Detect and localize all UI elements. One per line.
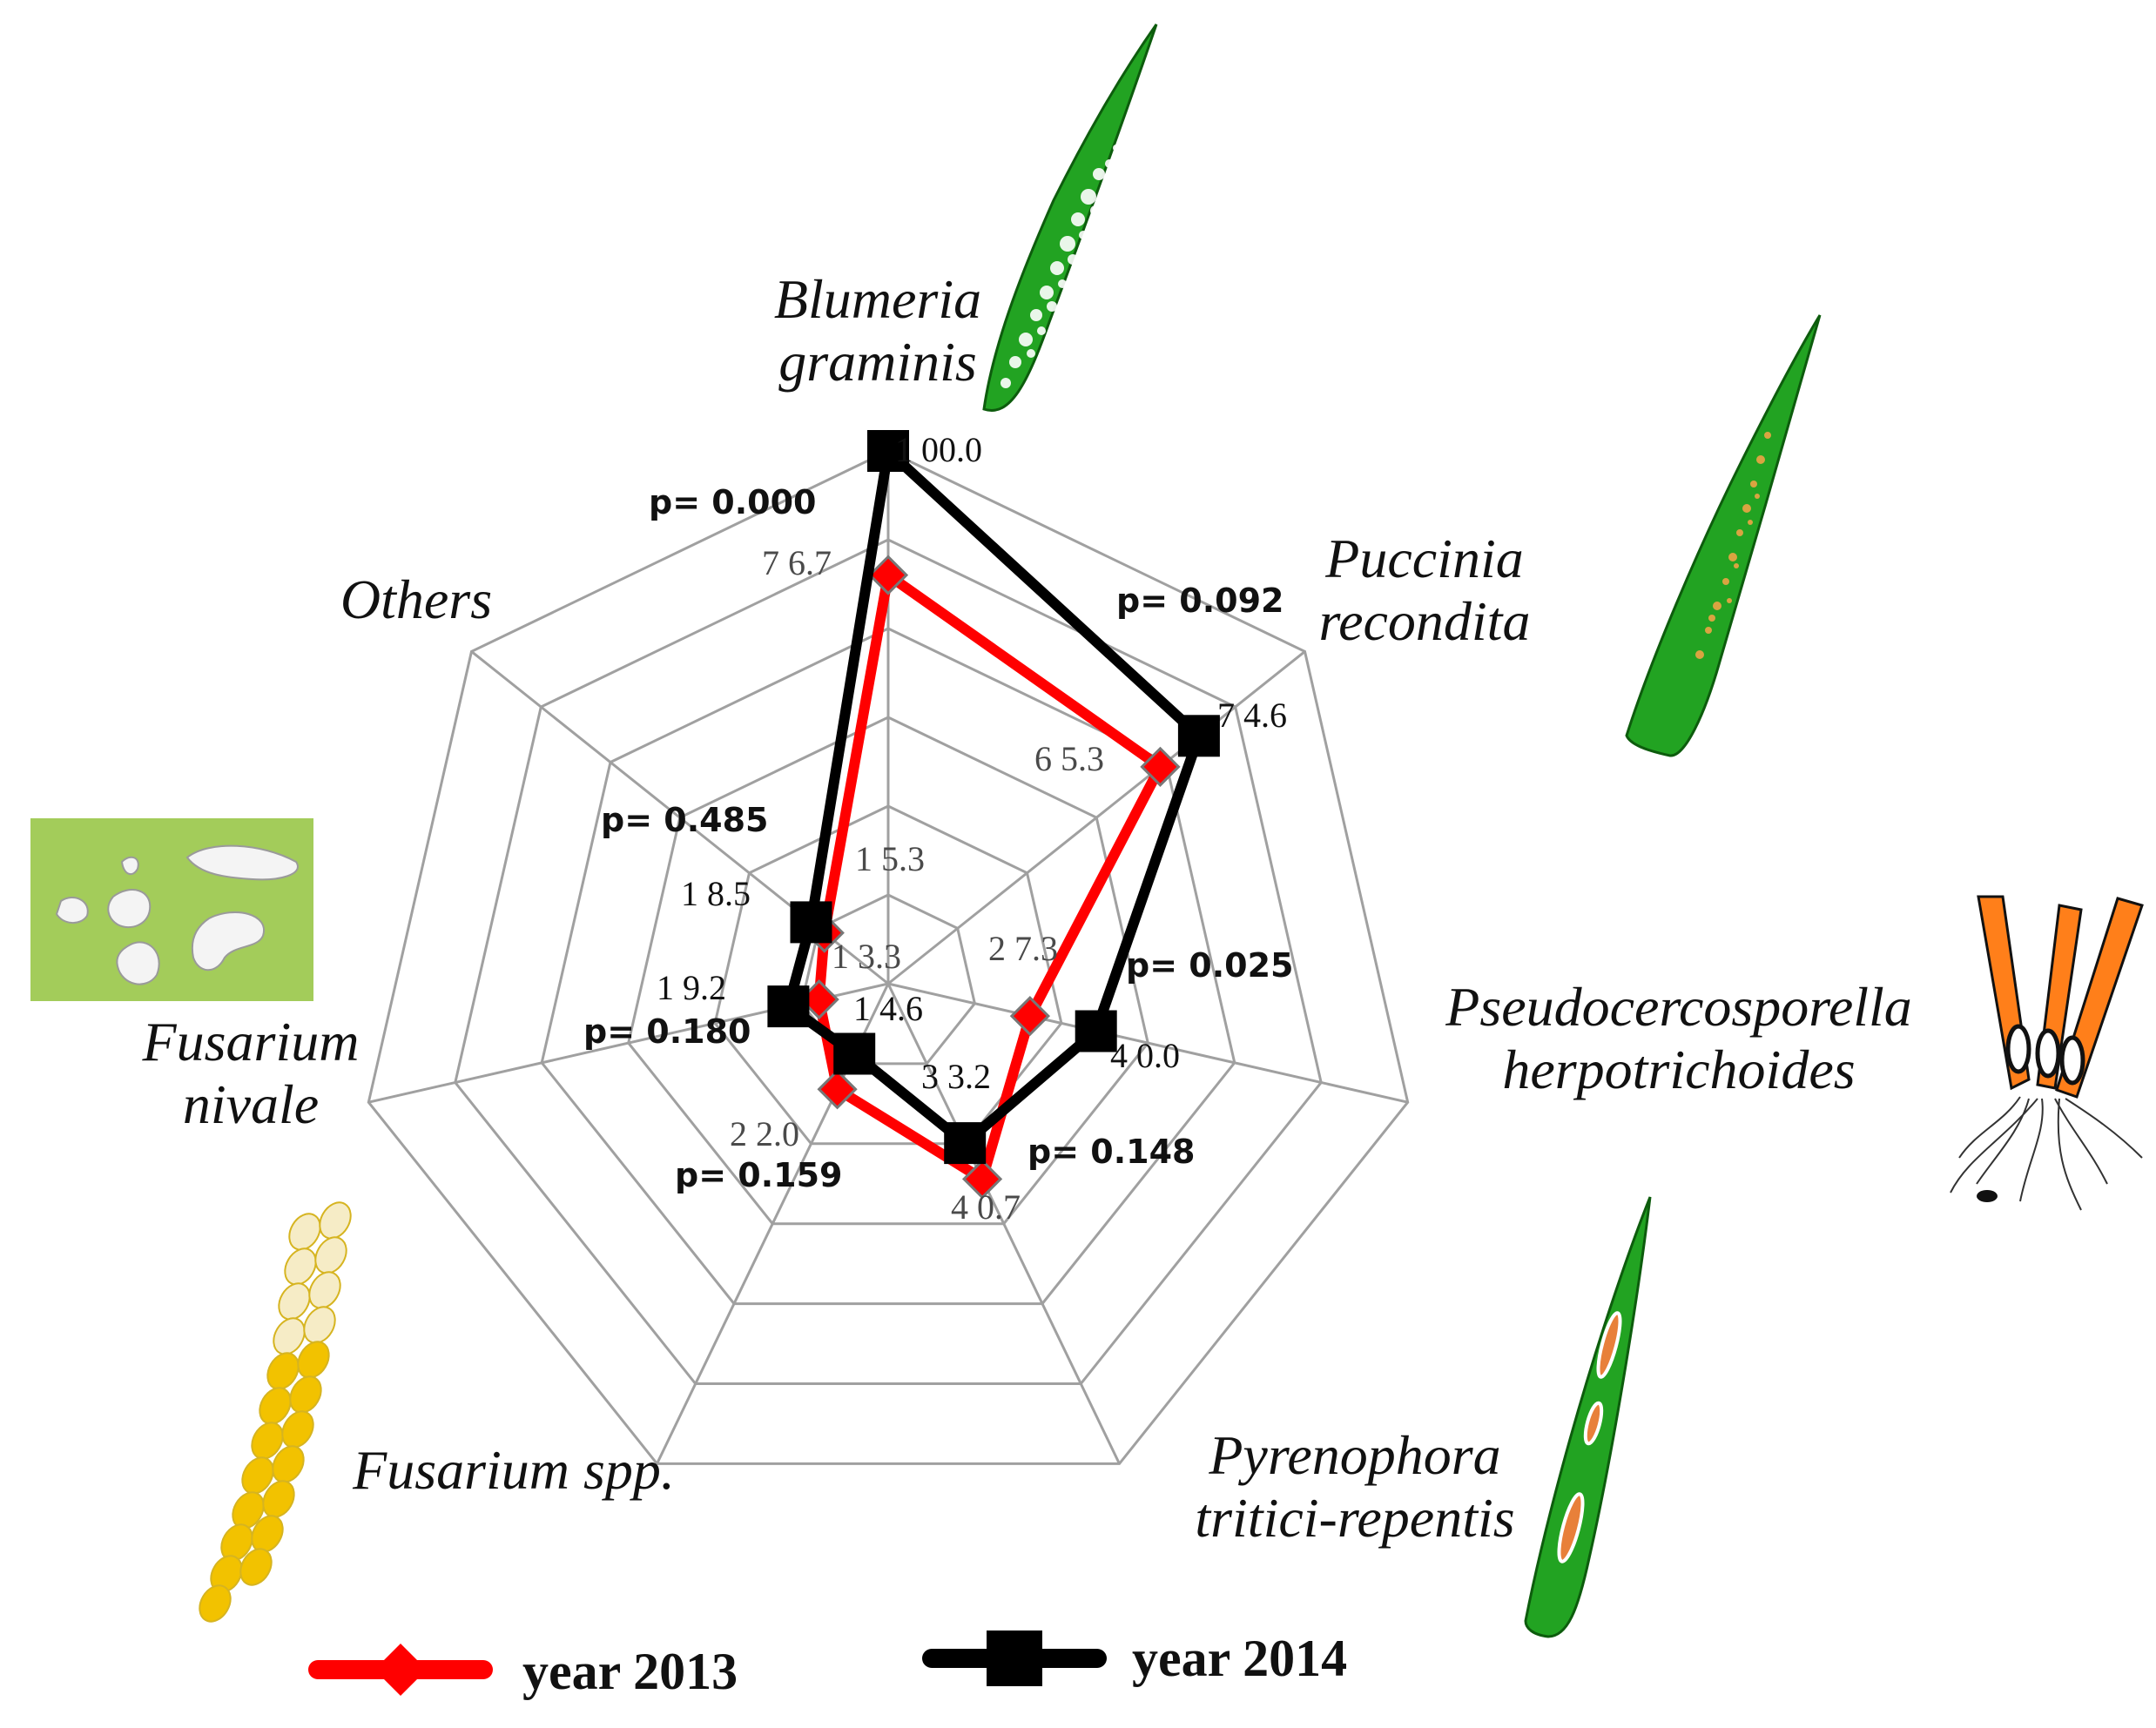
axis-label: Others — [340, 568, 492, 630]
legend-item-2014: year 2014 — [922, 1630, 1347, 1687]
data-point — [833, 1032, 876, 1075]
value-label-2014: 7 4.6 — [1217, 696, 1287, 735]
value-label-2013: 6 5.3 — [1034, 739, 1104, 778]
snow-mould-patch-icon — [30, 818, 313, 1001]
p-value-label: p= 0.092 — [1116, 582, 1283, 620]
value-label-2014: 1 00.0 — [895, 430, 982, 469]
data-point — [944, 1122, 987, 1165]
value-label-2013: 2 7.3 — [988, 929, 1058, 968]
value-label-2014: 3 3.2 — [921, 1057, 991, 1096]
grid-spoke — [886, 983, 1121, 1465]
grid-spoke — [887, 650, 1306, 985]
value-label-2013: 4 0.7 — [951, 1187, 1021, 1227]
grid-ring — [713, 804, 1063, 1146]
grid-spoke — [887, 982, 1409, 1104]
value-label-2014: 1 4.6 — [853, 989, 923, 1028]
value-label-2013: 7 6.7 — [762, 543, 832, 582]
value-label-2013: 2 2.0 — [730, 1114, 799, 1153]
leaf-rust-leaf-icon — [1625, 314, 1822, 757]
p-value-label: p= 0.025 — [1126, 946, 1293, 985]
fusarium-ear-icon — [199, 1201, 352, 1623]
p-value-label: p= 0.180 — [583, 1012, 751, 1051]
p-value-label: p= 0.485 — [601, 801, 768, 839]
data-point — [767, 985, 810, 1028]
eyespot-stem-base-icon — [1950, 895, 2144, 1211]
legend-marker-diamond — [374, 1644, 427, 1696]
data-point — [867, 555, 909, 595]
value-label-2013: 1 5.3 — [855, 839, 925, 878]
value-label-2013: 1 3.3 — [832, 937, 901, 976]
legend-item-2013: year 2013 — [308, 1643, 738, 1700]
p-value-label: p= 0.159 — [675, 1156, 842, 1194]
data-point — [1075, 1010, 1117, 1052]
value-label-2014: 1 9.2 — [657, 968, 726, 1007]
radar-grid — [367, 449, 1410, 1465]
powdery-mildew-leaf-icon — [982, 24, 1158, 412]
grid-ring — [454, 538, 1323, 1385]
grid-ring — [627, 716, 1149, 1226]
legend-label-2013: year 2013 — [522, 1643, 738, 1700]
data-point — [1177, 715, 1220, 757]
legend-label-2014: year 2014 — [1132, 1630, 1347, 1687]
value-label-2014: 1 8.5 — [681, 874, 751, 913]
series-year-2014 — [767, 430, 1220, 1165]
value-label-2014: 4 0.0 — [1110, 1036, 1180, 1075]
axis-label: Fusarium spp. — [352, 1439, 675, 1501]
data-point — [1140, 746, 1181, 787]
p-value-label: p= 0.000 — [649, 483, 816, 521]
data-point — [961, 1159, 1003, 1200]
data-point — [1009, 996, 1051, 1037]
data-point — [790, 901, 832, 944]
legend: year 2013 year 2014 — [308, 1630, 1347, 1700]
legend-marker-square — [987, 1631, 1042, 1686]
data-point — [867, 430, 909, 472]
grid-ring — [367, 449, 1410, 1465]
tan-spot-leaf-icon — [1524, 1196, 1652, 1638]
data-point — [817, 1069, 858, 1110]
radar-series — [767, 430, 1220, 1200]
p-value-label: p= 0.148 — [1027, 1133, 1195, 1171]
